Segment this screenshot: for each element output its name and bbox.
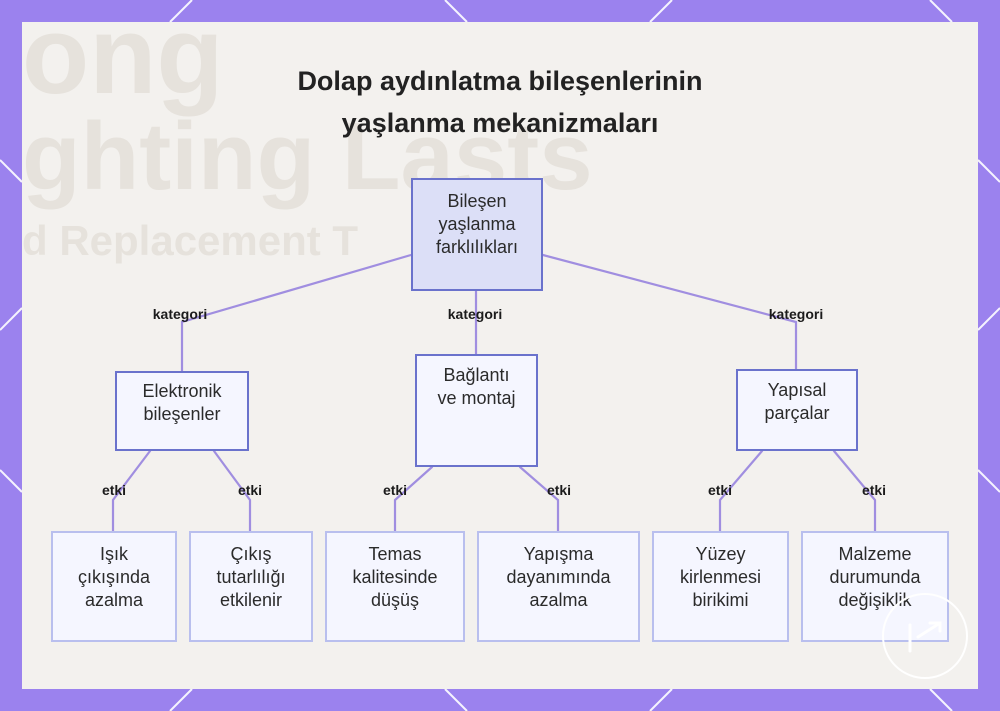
edge-label-category-center: kategori — [448, 306, 502, 322]
node-light-output-line-3: azalma — [53, 589, 175, 612]
node-contact-quality-line-3: düşüş — [327, 589, 463, 612]
node-output-consistency: Çıkış tutarlılığı etkilenir — [189, 531, 313, 642]
node-structural-line-2: parçalar — [738, 402, 856, 425]
node-structural: Yapısal parçalar — [736, 369, 858, 451]
node-light-output: Işık çıkışında azalma — [51, 531, 177, 642]
edge-label-effect-4: etki — [547, 482, 571, 498]
node-material-change-line-2: durumunda — [803, 566, 947, 589]
node-adhesion-line-1: Yapışma — [479, 543, 638, 566]
node-contact-quality: Temas kalitesinde düşüş — [325, 531, 465, 642]
node-electronic: Elektronik bileşenler — [115, 371, 249, 451]
node-light-output-line-1: Işık — [53, 543, 175, 566]
edge-root-electronic — [182, 255, 411, 371]
node-surface-dirt-line-2: kirlenmesi — [654, 566, 787, 589]
node-surface-dirt-line-1: Yüzey — [654, 543, 787, 566]
edge-label-effect-1: etki — [102, 482, 126, 498]
edge-label-category-right: kategori — [769, 306, 823, 322]
edge-label-category-left: kategori — [153, 306, 207, 322]
node-light-output-line-2: çıkışında — [53, 566, 175, 589]
node-contact-quality-line-2: kalitesinde — [327, 566, 463, 589]
node-adhesion-line-2: dayanımında — [479, 566, 638, 589]
edge-label-effect-5: etki — [708, 482, 732, 498]
edge-label-effect-3: etki — [383, 482, 407, 498]
node-surface-dirt: Yüzey kirlenmesi birikimi — [652, 531, 789, 642]
edge-root-structural — [543, 255, 796, 369]
node-surface-dirt-line-3: birikimi — [654, 589, 787, 612]
node-root-line-2: yaşlanma — [413, 213, 541, 236]
node-output-consistency-line-3: etkilenir — [191, 589, 311, 612]
edge-label-effect-6: etki — [862, 482, 886, 498]
node-contact-quality-line-1: Temas — [327, 543, 463, 566]
node-adhesion-line-3: azalma — [479, 589, 638, 612]
node-electronic-line-1: Elektronik — [117, 380, 247, 403]
logo-icon — [884, 595, 966, 677]
node-structural-line-1: Yapısal — [738, 379, 856, 402]
node-output-consistency-line-1: Çıkış — [191, 543, 311, 566]
node-adhesion: Yapışma dayanımında azalma — [477, 531, 640, 642]
node-electronic-line-2: bileşenler — [117, 403, 247, 426]
node-connection-line-1: Bağlantı — [417, 364, 536, 387]
node-material-change-line-1: Malzeme — [803, 543, 947, 566]
edge-label-effect-2: etki — [238, 482, 262, 498]
edge-connection-adhesion — [520, 467, 558, 531]
node-root: Bileşen yaşlanma farklılıkları — [411, 178, 543, 291]
node-output-consistency-line-2: tutarlılığı — [191, 566, 311, 589]
node-root-line-3: farklılıkları — [413, 236, 541, 259]
watermark-logo — [882, 593, 968, 679]
node-connection: Bağlantı ve montaj — [415, 354, 538, 467]
node-root-line-1: Bileşen — [413, 190, 541, 213]
node-connection-line-2: ve montaj — [417, 387, 536, 410]
edge-connection-contact — [395, 467, 432, 531]
